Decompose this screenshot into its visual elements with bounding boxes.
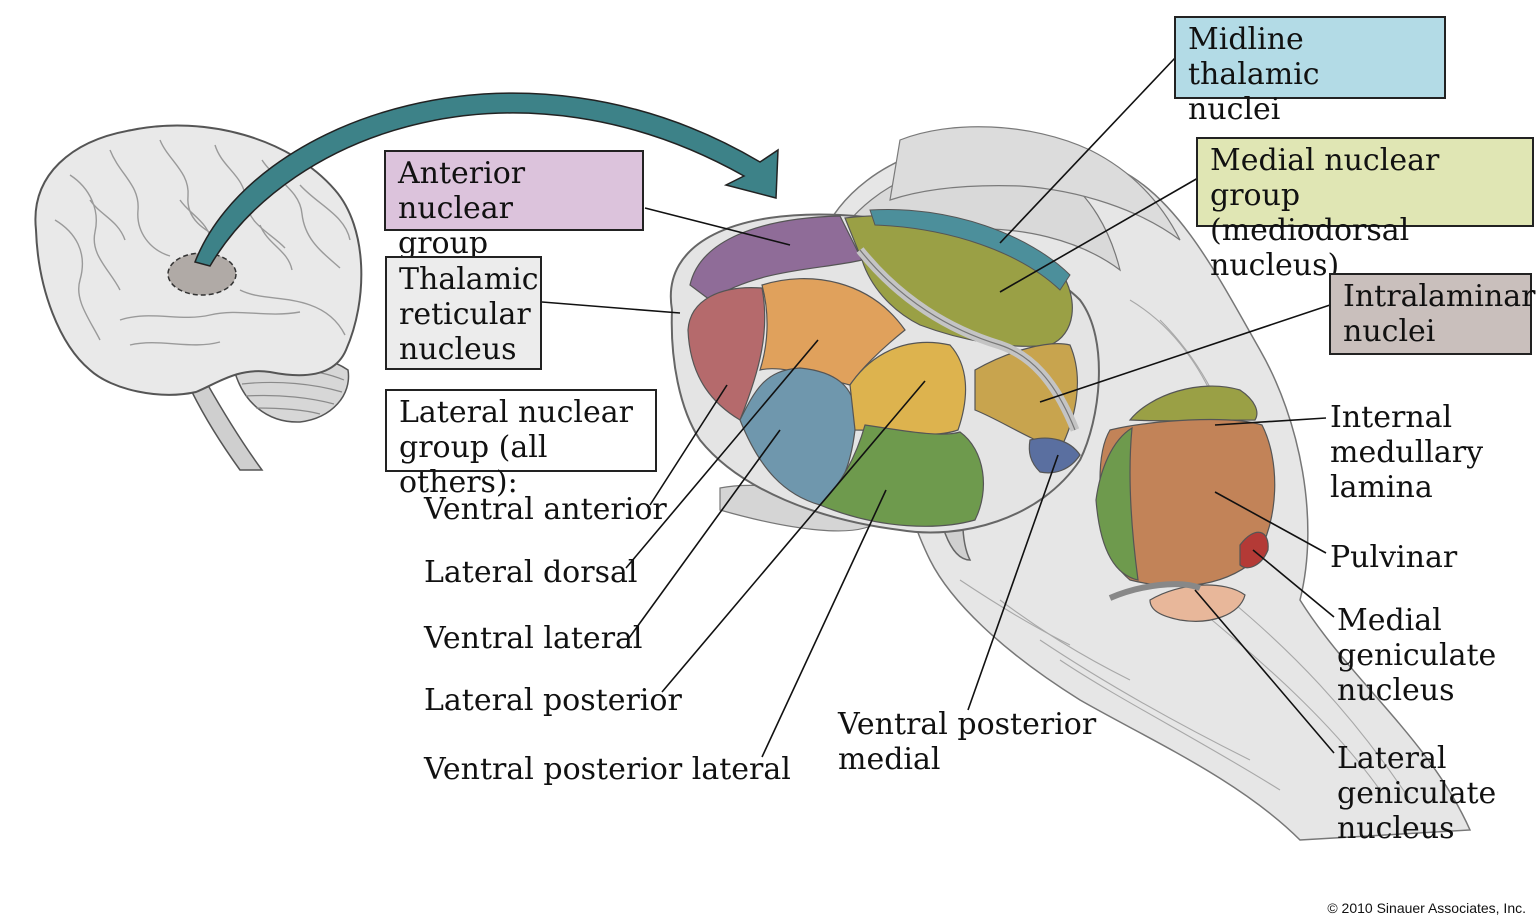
lateral-dorsal-label: Lateral dorsal [424, 555, 638, 590]
ventral-lateral-label: Ventral lateral [424, 621, 643, 656]
internal-medullary-lamina-label: Internal medullary lamina [1330, 400, 1483, 505]
anterior-nucleus [689, 215, 863, 301]
box-line: group (all others): [399, 430, 548, 500]
lateral-nuclear-group-box: Lateral nuclear group (all others): [385, 389, 657, 500]
thalamic-reticular-nucleus-box: Thalamic reticular nucleus [385, 256, 542, 370]
brainstem-small [191, 378, 264, 471]
midline-thalamic-nuclei-box: Midline thalamic nuclei [1174, 16, 1446, 127]
intralaminar-nuclei-box: Intralaminar nuclei [1329, 273, 1536, 355]
pulvinar-region [1095, 385, 1276, 622]
label-line: nucleus [1337, 811, 1455, 846]
ventral-anterior-nucleus [687, 287, 766, 421]
ventral-posterior-lateral-label: Ventral posterior lateral [424, 752, 791, 787]
box-line: Thalamic [399, 262, 539, 297]
box-line: Medial nuclear group [1210, 143, 1440, 213]
intralaminar-region [974, 343, 1079, 451]
anterior-nuclear-group-box: Anterior nuclear group [384, 150, 644, 261]
box-line: group [398, 226, 489, 261]
medial-geniculate-label: Medial geniculate nucleus [1337, 603, 1496, 708]
pulvinar-label: Pulvinar [1330, 540, 1458, 575]
pointer-arrow [193, 92, 779, 267]
label-line: lamina [1330, 470, 1433, 505]
label-line: nucleus [1337, 673, 1455, 708]
label-line: geniculate [1337, 776, 1497, 811]
ventral-posterior-medial-label: Ventral posterior medial [838, 707, 1096, 777]
ventral-posterior-lateral-nucleus [818, 424, 985, 527]
box-line: nuclei [1188, 92, 1281, 127]
ventral-posterior-medial-nucleus [1028, 437, 1081, 474]
box-line: nucleus [399, 332, 517, 367]
medial-nuclear-group-box: Medial nuclear group (mediodorsal nucleu… [1196, 137, 1534, 283]
box-line: nuclei [1343, 314, 1436, 349]
box-line: (mediodorsal nucleus) [1210, 213, 1410, 283]
box-line: reticular [399, 297, 531, 332]
leader-lines [541, 57, 1335, 758]
lateral-posterior-label: Lateral posterior [424, 683, 682, 718]
label-line: medial [838, 742, 941, 777]
thalamus-large [669, 208, 1100, 534]
label-line: Medial [1337, 603, 1442, 638]
label-line: geniculate [1337, 638, 1497, 673]
box-line: Lateral nuclear [399, 395, 633, 430]
box-line: Midline thalamic [1188, 22, 1320, 92]
box-line: Anterior nuclear [398, 156, 526, 226]
whole-brain-figure [34, 124, 363, 471]
label-line: Internal [1330, 400, 1453, 435]
label-line: medullary [1330, 435, 1484, 470]
label-line: Lateral [1337, 741, 1447, 776]
copyright-notice: © 2010 Sinauer Associates, Inc. [1327, 900, 1526, 916]
label-line: Ventral posterior [838, 707, 1097, 742]
ventral-anterior-label: Ventral anterior [424, 492, 667, 527]
midline-nucleus [869, 208, 1071, 291]
pulvinar-side [1095, 426, 1139, 581]
box-line: Intralaminar [1343, 279, 1536, 314]
lateral-geniculate-label: Lateral geniculate nucleus [1337, 741, 1496, 846]
